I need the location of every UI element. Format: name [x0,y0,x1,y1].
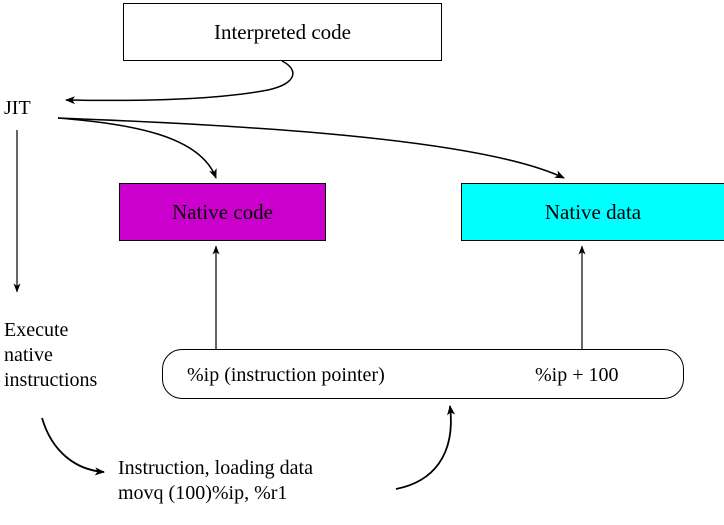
native-data-label: Native data [544,199,642,224]
instruction-line-1: Instruction, loading data [118,457,313,479]
ip-pointer-label: %ip (instruction pointer) [187,364,385,386]
interpreted-code-label: Interpreted code [213,19,351,44]
ip-register-box[interactable]: %ip (instruction pointer) %ip + 100 [162,349,684,399]
execute-line-3: instructions [4,369,98,391]
jit-text: JIT [4,97,31,119]
native-code-box[interactable]: Native code [119,183,326,241]
jit-label: JIT [4,96,31,121]
ip-offset-label: %ip + 100 [535,364,619,386]
native-code-label: Native code [172,199,273,224]
execute-native-instructions-label: Execute native instructions [4,318,97,393]
instruction-line-2: movq (100)%ip, %r1 [118,482,288,504]
execute-line-1: Execute [4,319,69,341]
arrow-execute-to-instruction [41,417,105,476]
arrow-jit-to-native-code [57,117,217,179]
instruction-label: Instruction, loading data movq (100)%ip,… [118,456,313,506]
arrow-jit-to-native-data [57,117,565,179]
native-data-box[interactable]: Native data [461,183,724,241]
interpreted-code-box[interactable]: Interpreted code [123,3,442,61]
arrow-interpreted-code-to-jit [65,60,294,105]
execute-line-2: native [4,344,53,366]
arrow-instruction-to-ip [395,405,456,490]
